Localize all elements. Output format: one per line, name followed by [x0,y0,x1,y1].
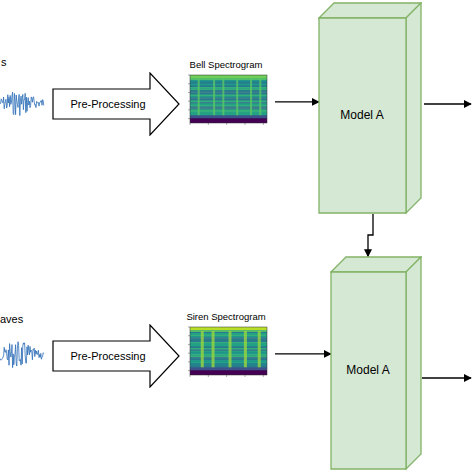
spectrogram-panel: Siren Spectrogram [183,312,269,382]
waveform-trace [0,92,44,115]
process-label: Pre-Processing [70,350,145,363]
spectrogram-image [183,74,269,130]
process-label: Pre-Processing [70,98,145,111]
spectrogram-image [183,326,269,382]
box-3d-outline [318,2,422,214]
spectrogram-title: Bell Spectrogram [183,60,269,71]
waveform-label: s [1,56,7,68]
box-3d-outline [330,256,422,470]
waveform [0,92,44,367]
process-arrow: Pre-Processing [52,72,180,136]
connector-arrow [275,101,319,102]
connector-arrow [275,353,331,354]
model-label: Model A [346,364,389,378]
connector-arrow [368,214,373,257]
output-arrow [424,103,471,104]
spectrogram-title: Siren Spectrogram [183,312,269,323]
model-label: Model A [340,109,383,123]
model-block: Model A [330,256,422,470]
process-arrow: Pre-Processing [52,324,180,388]
waveform-label: aves [0,313,23,325]
model-block: Model A [318,2,422,214]
waveform-trace [0,342,44,368]
spectrogram-panel: Bell Spectrogram [183,60,269,130]
output-arrow [422,377,471,378]
